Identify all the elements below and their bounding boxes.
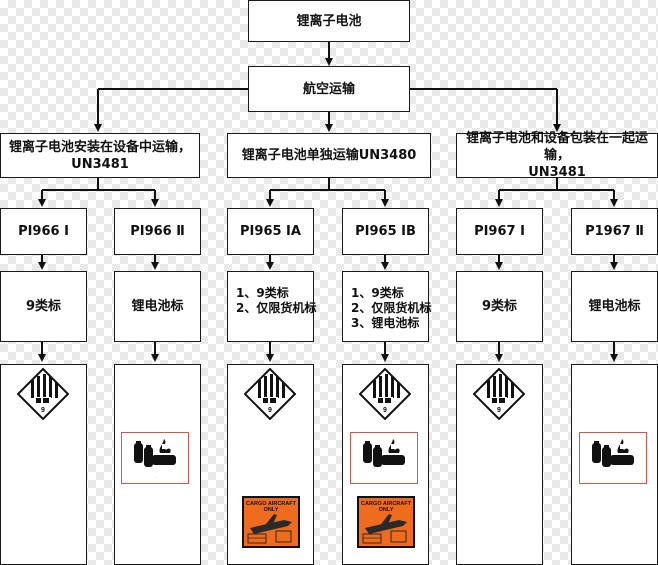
label-requirement-box: 9类标 [456,271,543,342]
label-requirement-box: 1、9类标 2、仅限货机标 [227,271,317,342]
label-requirement-line: 1、9类标 [351,286,404,300]
hazard-class-number: 9 [41,407,45,414]
label-requirement-box: 9类标 [0,271,87,342]
pi-box: PI965 IA [227,208,314,255]
lithium-battery-label [350,432,418,484]
cargo-label-line: ONLY [263,507,279,513]
pi-box: PI966 Ⅱ [114,208,201,255]
label-requirement-line: 锂电池标 [131,299,184,314]
pi-box: PI966 Ⅰ [0,208,87,255]
root-label: 锂离子电池 [296,13,362,29]
battery-icon [592,439,634,467]
label-requirement-line: 2、仅限货机标 [236,301,317,315]
lithium-battery-label [579,432,647,484]
class-9-hazard-label: 9 [359,368,411,420]
class-9-hazard-label: 9 [244,368,296,420]
pi-code: PI965 IB [355,224,416,239]
label-requirement-box: 锂电池标 [114,271,201,342]
hazard-class-number: 9 [383,407,387,414]
label-requirement-line: 锂电池标 [588,299,641,314]
root-box: 锂离子电池 [248,0,410,42]
label-requirement-line: 1、9类标 [236,286,289,300]
label-requirement-line: 3、锂电池标 [351,316,420,330]
transport-mode-label: 航空运输 [302,81,355,97]
cargo-label-line: CARGO AIRCRAFT [361,501,411,507]
branch-title-line: 锂离子电池单独运输UN3480 [241,148,417,163]
transport-mode-box: 航空运输 [248,66,410,112]
lithium-battery-label: . [121,432,189,484]
pi-code: PI967 Ⅰ [474,224,525,239]
pi-code: PI966 Ⅱ [130,224,185,239]
pi-box: PI967 Ⅰ [456,208,543,255]
branch-title-line: 锂离子电池安装在设备中运输， [8,139,191,155]
label-requirement-line: 2、仅限货机标 [351,301,432,315]
battery-icon: . [134,439,176,479]
label-requirement-box: 锂电池标 [571,271,658,342]
class-9-hazard-label: 9 [17,368,69,420]
hazard-class-number: 9 [497,407,501,414]
branch-box-installed: 锂离子电池安装在设备中运输， UN3481 [0,133,200,178]
branch-box-packed-with: 锂离子电池和设备包装在一起运输， UN3481 [456,131,658,180]
cargo-aircraft-only-label: CARGO AIRCRAFT ONLY [242,496,300,548]
pi-code: PI966 Ⅰ [18,224,69,239]
pi-box: PI965 IB [342,208,429,255]
hazard-class-number: 9 [268,407,272,414]
pi-code: PI965 IA [240,224,301,239]
branch-title-line: UN3481 [71,156,129,172]
branch-title-line: UN3481 [528,165,586,180]
svg-text:.: . [154,474,155,479]
label-requirement-line: 9类标 [481,299,518,314]
cargo-label-line: ONLY [378,507,394,513]
label-requirement-box: 1、9类标 2、仅限货机标 3、锂电池标 [342,271,432,342]
pi-box: P1967 Ⅱ [571,208,658,255]
class-9-hazard-label: 9 [473,368,525,420]
cargo-aircraft-only-label: CARGO AIRCRAFT ONLY [357,496,415,548]
battery-icon [363,439,405,467]
branch-title-line: 锂离子电池和设备包装在一起运输， [465,131,648,163]
pi-code: P1967 Ⅱ [585,224,644,239]
cargo-label-line: CARGO AIRCRAFT [246,501,296,507]
branch-box-standalone: 锂离子电池单独运输UN3480 [227,133,431,178]
label-requirement-line: 9类标 [25,299,62,314]
aircraft-icon [362,514,407,544]
aircraft-icon [247,514,292,544]
